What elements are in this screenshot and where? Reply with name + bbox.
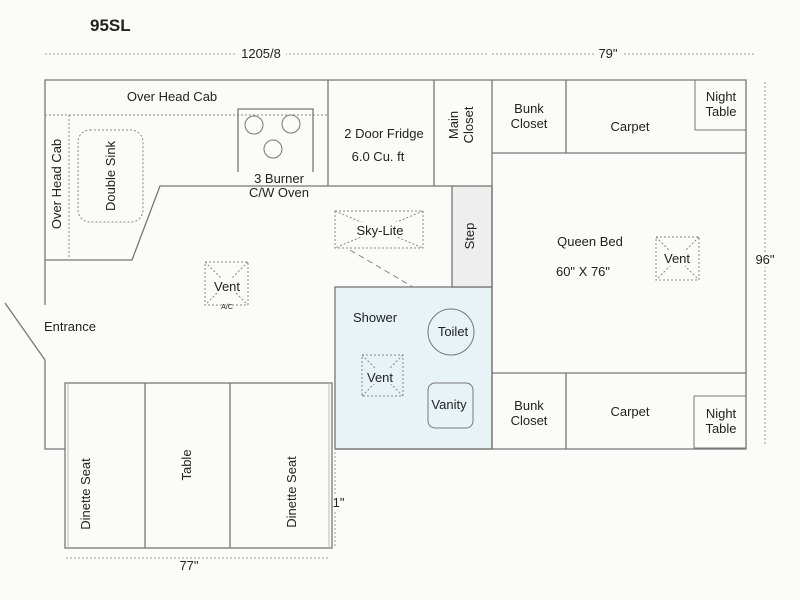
night-table-top-label-1: Night	[706, 89, 737, 104]
bunk-closet-top-label-1: Bunk	[514, 101, 544, 116]
stove-label-2: C/W Oven	[249, 185, 309, 200]
dimension-dinette-width: 77"	[66, 557, 330, 573]
toilet	[427, 308, 475, 356]
burner-icon	[263, 139, 283, 159]
fridge-label-1: 2 Door Fridge	[344, 126, 423, 141]
double-sink-label: Double Sink	[103, 140, 118, 211]
carpet-top-label: Carpet	[610, 119, 649, 134]
double-sink	[77, 129, 144, 223]
vent-bed-label: Vent	[664, 251, 690, 266]
night-table-bottom-label-2: Table	[705, 421, 736, 436]
bunk-closet-bottom-label-1: Bunk	[514, 398, 544, 413]
vent-bath-label: Vent	[367, 370, 393, 385]
main-closet-label-1: Main	[446, 111, 461, 139]
vent-icon	[655, 236, 700, 281]
bunk-closet-top-label-2: Closet	[511, 116, 548, 131]
over-head-cab-top-label: Over Head Cab	[127, 89, 217, 104]
stove	[237, 108, 314, 172]
step	[451, 185, 493, 288]
dinette	[64, 382, 333, 549]
dinette-seat-right-label: Dinette Seat	[284, 456, 299, 528]
carpet-bottom-label: Carpet	[610, 404, 649, 419]
vanity-label: Vanity	[431, 397, 467, 412]
night-table-top	[694, 79, 747, 131]
main-closet-label-2: Closet	[461, 106, 476, 143]
step-label: Step	[462, 223, 477, 250]
queen-bed-label: Queen Bed	[557, 234, 623, 249]
dimension-top-left: 1205/8	[45, 46, 488, 61]
stove-label-1: 3 Burner	[254, 171, 305, 186]
night-table-bottom	[693, 395, 747, 449]
night-table-bottom-label-1: Night	[706, 406, 737, 421]
dimension-top-right: 79"	[492, 46, 756, 61]
walls	[4, 79, 747, 450]
bunk-closet-bottom-label-2: Closet	[511, 413, 548, 428]
queen-bed-size: 60" X 76"	[556, 264, 610, 279]
svg-text:1205/8: 1205/8	[241, 46, 281, 61]
entrance-label[interactable]: Entrance	[44, 319, 96, 334]
vent-icon	[361, 354, 404, 397]
vent-icon	[204, 261, 249, 306]
vent-main-label: Vent	[214, 279, 240, 294]
night-table-top-label-2: Table	[705, 104, 736, 119]
fridge-label-2: 6.0 Cu. ft	[352, 149, 405, 164]
sky-lite	[334, 210, 424, 249]
over-head-cab-side-label: Over Head Cab	[49, 139, 64, 229]
shower-label: Shower	[353, 310, 398, 325]
dimension-right: 96"	[752, 82, 778, 445]
model-title: 95SL	[90, 16, 131, 35]
table-label: Table	[179, 449, 194, 480]
svg-text:96": 96"	[755, 252, 774, 267]
burner-icon	[281, 114, 301, 134]
ac-label: A/C	[221, 304, 233, 311]
sky-lite-label: Sky-Lite	[357, 223, 404, 238]
toilet-label: Toilet	[438, 324, 469, 339]
dinette-seat-left-label: Dinette Seat	[78, 458, 93, 530]
svg-text:77": 77"	[179, 558, 198, 573]
svg-text:79": 79"	[598, 46, 617, 61]
vanity	[427, 382, 474, 429]
burner-icon	[244, 115, 264, 135]
